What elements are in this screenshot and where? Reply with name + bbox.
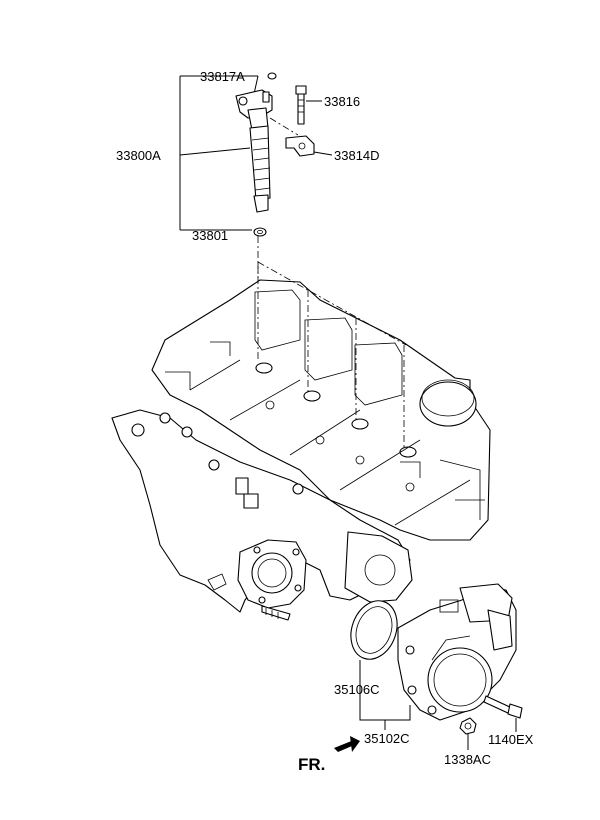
intake-manifold [111,409,413,621]
clamp [285,135,333,157]
gasket [350,600,398,660]
label-clamp-bolt: 33817A [200,69,245,84]
label-gasket: 35106C [334,682,380,697]
label-bolt-1140: 1140EX [488,732,534,747]
front-arrow-icon [334,736,360,752]
label-throttle-body: 35102C [364,731,410,746]
label-washer: 33801 [192,228,228,243]
bolt-1140 [483,695,523,732]
label-clamp: 33814D [334,148,380,163]
injector-group [179,72,333,350]
injector [235,89,273,213]
label-front: FR. [298,755,325,774]
throttle-body [397,583,517,721]
nut [459,717,477,750]
bolt [295,85,322,125]
cylinder-head [151,261,491,541]
label-injector-assy: 33800A [116,148,161,163]
washer [253,227,267,237]
label-bolt: 33816 [324,94,360,109]
clamp-bolt [267,72,277,80]
label-nut: 1338AC [444,752,491,767]
